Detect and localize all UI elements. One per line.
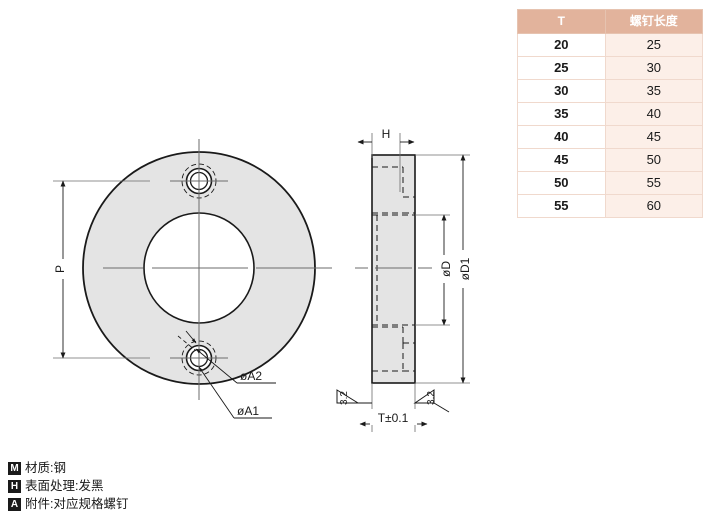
cell-screw-length: 40 [604,102,704,126]
dimension-t-label: T±0.1 [378,411,409,425]
table-row: 35 40 [517,102,704,126]
leader-a1: øA1 [198,366,272,419]
roughness-symbol-left: 3.2 [336,389,372,405]
cell-t: 30 [517,79,606,103]
header-t: T [517,9,606,34]
legend-surface-text: 表面处理:发黑 [25,479,104,493]
legend-material-text: 材质:钢 [25,461,66,475]
legend-accessory-text: 附件:对应规格螺钉 [25,497,129,511]
cell-t: 50 [517,171,606,195]
roughness-left-label: 3.2 [339,391,350,405]
counterbore-tick [177,330,197,351]
roughness-right-label: 3.2 [426,391,437,405]
dimension-d: øD [415,214,453,326]
side-view-hidden-lines [372,166,415,372]
cell-t: 55 [517,194,606,218]
front-view-centerlines [103,139,332,400]
table-row: 30 35 [517,79,704,103]
material-legend: M 材质:钢 H 表面处理:发黑 A 附件:对应规格螺钉 [8,459,128,513]
table-row: 25 30 [517,56,704,80]
cell-t: 20 [517,33,606,57]
table-body: 20 25 25 30 30 35 35 40 40 45 45 50 50 5… [517,33,704,218]
side-view-body [371,154,416,384]
table-row: 50 55 [517,171,704,195]
cell-screw-length: 60 [604,194,704,218]
cell-screw-length: 35 [604,79,704,103]
legend-item-accessory: A 附件:对应规格螺钉 [8,495,128,513]
dimension-d1-label: øD1 [458,257,472,280]
cell-t: 45 [517,148,606,172]
label-a2: øA2 [240,369,262,383]
material-badge-icon: M [8,461,21,475]
side-view: H øD øD1 T±0.1 [336,127,472,432]
cell-screw-length: 50 [604,148,704,172]
surface-badge-icon: H [8,479,21,493]
dimension-p: P [50,180,150,359]
leader-a2: øA2 [195,348,276,384]
label-a1: øA1 [237,404,259,418]
legend-item-material: M 材质:钢 [8,459,128,477]
dimension-d-label: øD [439,261,453,277]
table-head: T 螺钉长度 [517,9,704,34]
cell-screw-length: 30 [604,56,704,80]
cell-screw-length: 45 [604,125,704,149]
cell-t: 25 [517,56,606,80]
cell-screw-length: 55 [604,171,704,195]
screw-length-table: T 螺钉长度 20 25 25 30 30 35 35 40 40 45 45 … [517,9,704,218]
cell-t: 40 [517,125,606,149]
dimension-t: T±0.1 [359,383,428,432]
table-row: 55 60 [517,194,704,218]
dimension-h: H [357,127,415,192]
roughness-symbol-right: 3.2 [413,389,450,413]
front-view: P øA2 øA1 [50,139,332,419]
legend-item-surface-treatment: H 表面处理:发黑 [8,477,128,495]
accessory-badge-icon: A [8,497,21,511]
table-header-row: T 螺钉长度 [517,9,704,34]
table-row: 45 50 [517,148,704,172]
header-screw-length: 螺钉长度 [604,9,704,34]
table-row: 40 45 [517,125,704,149]
cell-t: 35 [517,102,606,126]
table-row: 20 25 [517,33,704,57]
dimension-h-label: H [382,127,391,141]
dimension-d1: øD1 [415,154,472,384]
cell-screw-length: 25 [604,33,704,57]
dimension-p-label: P [53,265,67,273]
